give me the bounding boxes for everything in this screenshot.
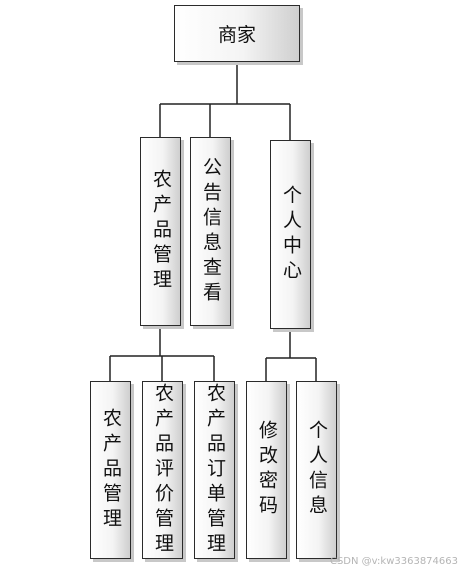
node-sub-personal-info: 个人信息	[296, 381, 337, 559]
node-sub-review-management-label: 农产品评价管理	[152, 382, 174, 558]
node-sub-product-management: 农产品管理	[90, 381, 131, 559]
node-product-management: 农产品管理	[140, 137, 181, 326]
node-notice-view-label: 公告信息查看	[200, 156, 222, 307]
node-sub-change-password-label: 修改密码	[256, 420, 278, 520]
node-merchant-label: 商家	[217, 24, 256, 46]
node-notice-view: 公告信息查看	[190, 137, 231, 326]
node-personal-center: 个人中心	[270, 140, 311, 329]
watermark-text: CSDN @v:kw3363874663	[329, 556, 458, 567]
node-sub-product-management-label: 农产品管理	[100, 407, 122, 533]
node-merchant: 商家	[174, 5, 300, 62]
node-sub-review-management: 农产品评价管理	[142, 381, 183, 559]
node-personal-center-label: 个人中心	[280, 184, 302, 285]
node-sub-personal-info-label: 个人信息	[306, 420, 328, 520]
node-sub-change-password: 修改密码	[246, 381, 287, 559]
node-sub-order-management: 农产品订单管理	[194, 381, 235, 559]
node-product-management-label: 农产品管理	[150, 169, 172, 294]
node-sub-order-management-label: 农产品订单管理	[204, 382, 226, 558]
